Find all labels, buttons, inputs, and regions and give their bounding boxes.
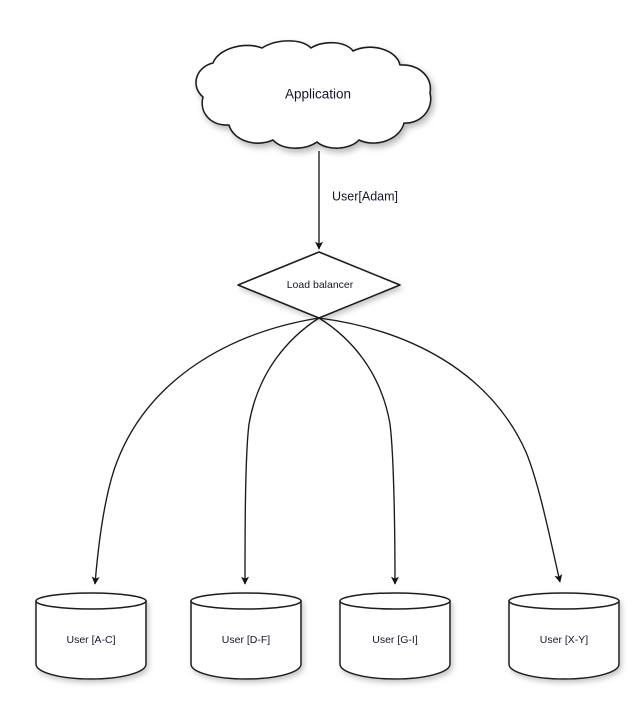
database-4-label: User [X-Y] (540, 634, 589, 646)
node-database-4[interactable] (508, 592, 620, 680)
database-icon (339, 600, 451, 680)
database-icon (508, 600, 620, 680)
node-application[interactable]: Application (195, 40, 432, 149)
application-label: Application (285, 87, 351, 102)
arrow-down-icon (91, 317, 320, 585)
database-top-ellipse (508, 592, 620, 610)
database-top-ellipse (35, 592, 147, 610)
edge-balancer-to-db-1 (91, 317, 320, 585)
edge-balancer-to-db-3 (318, 317, 399, 585)
load-balancer-label: Load balancer (287, 279, 354, 291)
database-top-ellipse (190, 592, 302, 610)
arrow-down-icon (318, 317, 399, 585)
database-3-label: User [G-I] (372, 634, 418, 646)
edge-label-user-adam: User[Adam] (332, 189, 398, 203)
edge-balancer-to-db-4 (318, 317, 563, 583)
arrow-down-icon (241, 317, 320, 585)
database-top-ellipse (339, 592, 451, 610)
database-icon (190, 600, 302, 680)
edge-app-to-balancer: User[Adam] (315, 151, 398, 250)
database-icon (35, 600, 147, 680)
node-database-2[interactable] (190, 592, 302, 680)
node-database-3[interactable] (339, 592, 451, 680)
edge-balancer-to-db-2 (241, 317, 320, 585)
database-2-label: User [D-F] (222, 634, 270, 646)
node-load-balancer[interactable]: Load balancer (237, 251, 401, 319)
arrow-down-icon (318, 317, 563, 583)
node-database-1[interactable] (35, 592, 147, 680)
database-1-label: User [A-C] (66, 634, 115, 646)
cloud-icon (195, 40, 432, 149)
